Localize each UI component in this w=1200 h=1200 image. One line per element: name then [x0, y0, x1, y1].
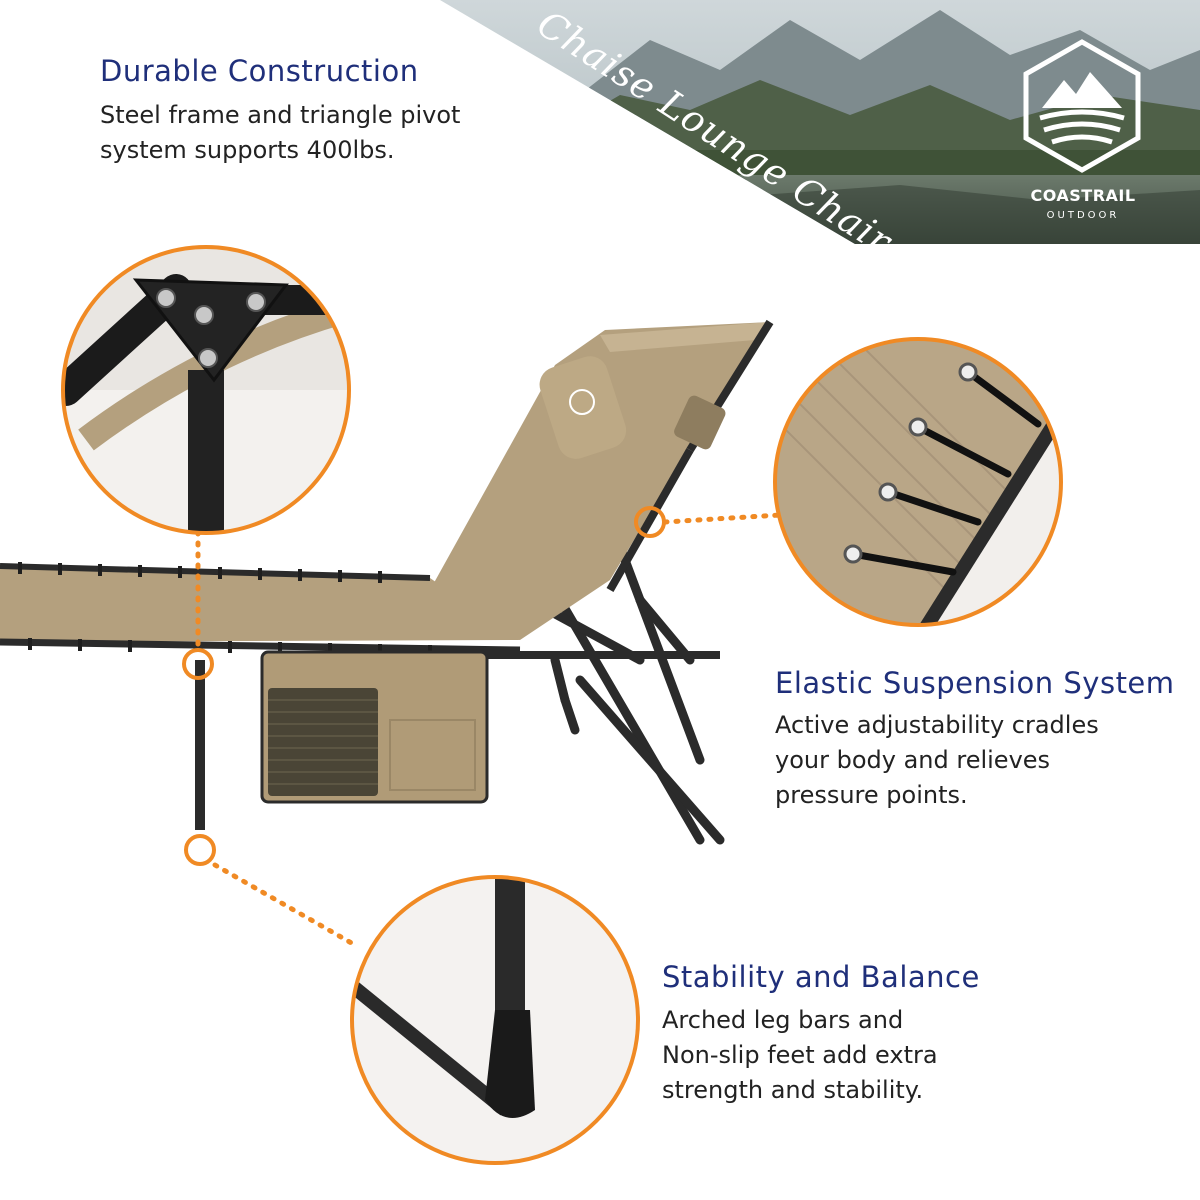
feature-line: Non-slip feet add extra	[662, 1041, 938, 1069]
feature-line: Active adjustability cradles	[775, 711, 1099, 739]
suspension-detail-circle	[773, 337, 1063, 627]
feature-line: pressure points.	[775, 781, 968, 809]
callout-dot-pivot	[182, 648, 214, 680]
pivot-detail-circle	[61, 245, 351, 535]
feature-line: Steel frame and triangle pivot	[100, 101, 461, 129]
feet-detail-circle	[350, 875, 640, 1165]
feature-line: system supports 400lbs.	[100, 136, 395, 164]
feature-title-durable: Durable Construction	[100, 54, 419, 88]
brand-name: COASTRAIL	[1030, 186, 1136, 205]
brand-subtitle: OUTDOOR	[1046, 210, 1120, 221]
callout-dot-feet	[184, 834, 216, 866]
feature-title-stability: Stability and Balance	[662, 960, 980, 994]
callout-dot-suspension	[634, 506, 666, 538]
feature-line: your body and relieves	[775, 746, 1051, 774]
feature-line: strength and stability.	[662, 1076, 924, 1104]
feature-title-elastic: Elastic Suspension System	[775, 666, 1175, 700]
feature-line: Arched leg bars and	[662, 1006, 904, 1034]
coastrail-logo-icon	[1023, 39, 1141, 173]
